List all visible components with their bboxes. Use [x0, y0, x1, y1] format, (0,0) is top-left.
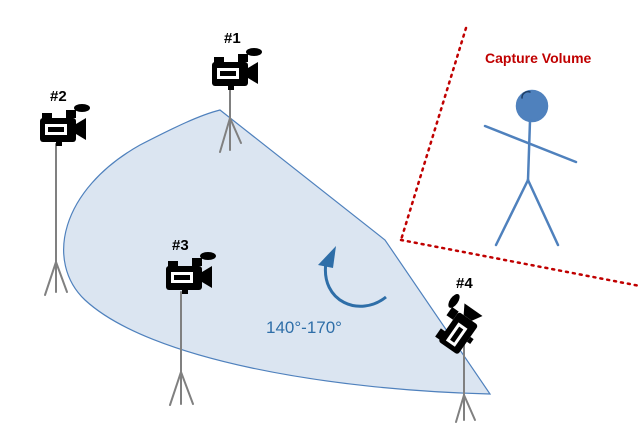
stick-figure-icon — [483, 89, 578, 247]
capture-volume-boundary — [399, 26, 640, 288]
angle-range-label: 140°-170° — [266, 318, 342, 337]
camera-label: #4 — [456, 275, 473, 292]
camera-label: #2 — [50, 88, 67, 105]
video-camera-icon — [212, 48, 262, 90]
capture-volume-label: Capture Volume — [485, 50, 592, 66]
tripod-icon — [455, 339, 476, 423]
camera-label: #3 — [172, 237, 189, 254]
camera-2: #2 — [40, 88, 90, 296]
video-camera-icon — [40, 104, 90, 146]
coverage-area — [63, 109, 492, 395]
rotation-arrow-icon — [318, 246, 387, 308]
camera-4: #4 — [426, 275, 490, 423]
tripod-icon — [44, 143, 68, 296]
tripod-icon — [169, 291, 194, 406]
camera-3: #3 — [166, 237, 216, 406]
camera-1: #1 — [212, 30, 262, 153]
tripod-icon — [219, 87, 242, 153]
camera-label: #1 — [224, 30, 241, 47]
